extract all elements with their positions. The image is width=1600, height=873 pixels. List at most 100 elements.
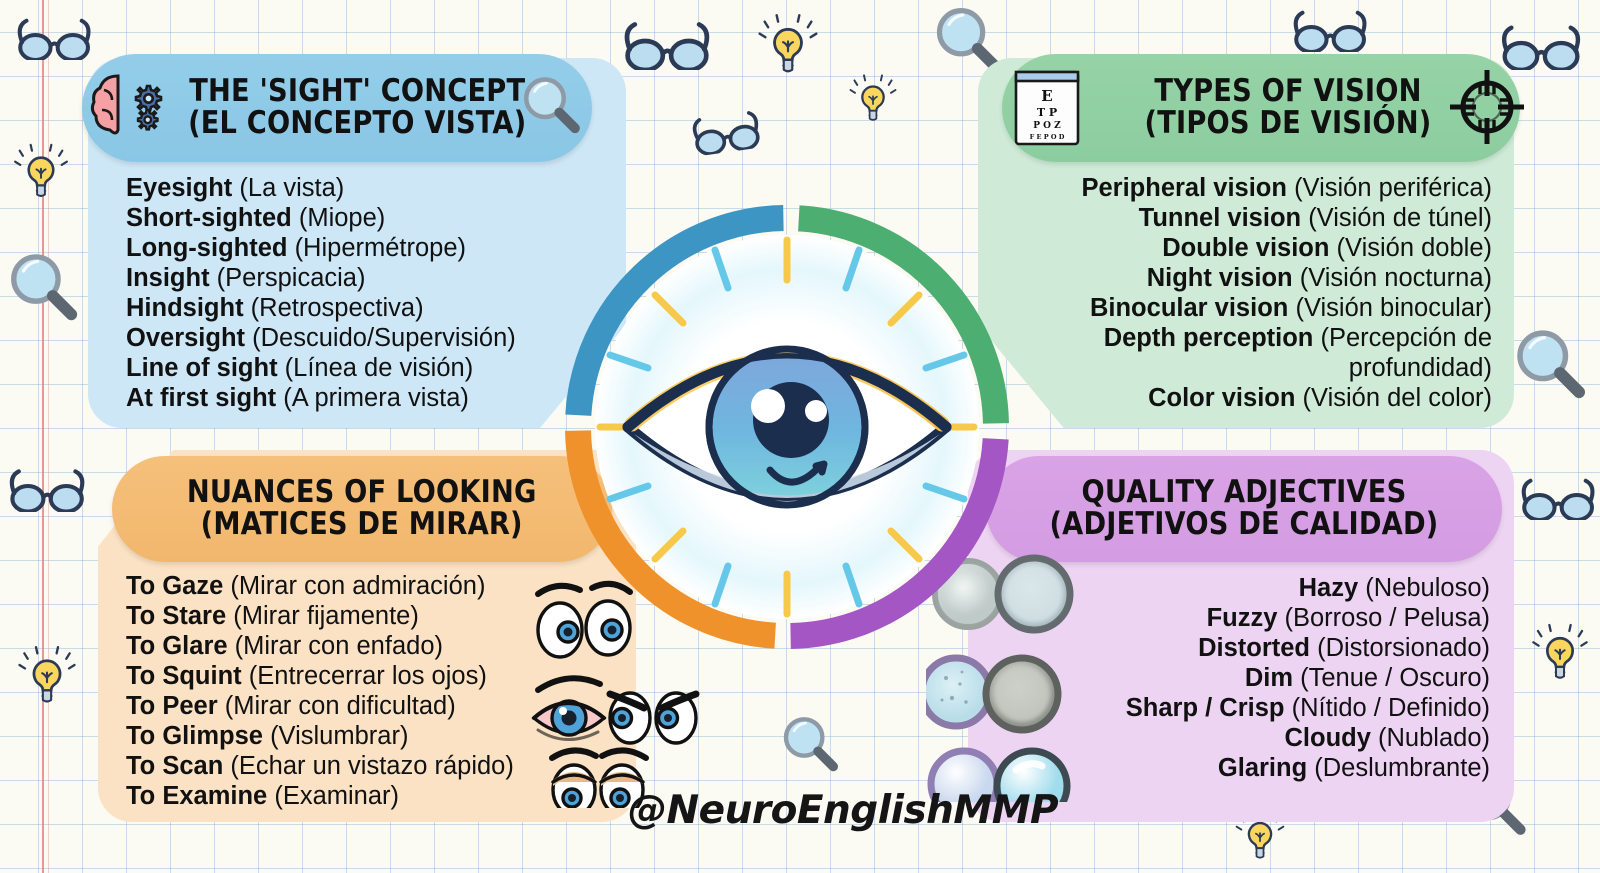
eye-chart-icon: E T P P O Z F E P O D [1014, 70, 1080, 146]
entry-row: Insight (Perspicacia) [126, 264, 606, 294]
entry-term: Insight [126, 263, 210, 292]
entry-row: Night vision (Visión nocturna) [1000, 264, 1492, 294]
entry-translation: (Hipermétrope) [294, 233, 467, 262]
entry-term: To Glimpse [126, 721, 263, 750]
margin-line [42, 0, 44, 873]
panel-nuances-of-looking: NUANCES OF LOOKING (MATICES DE MIRAR) To… [98, 450, 636, 822]
lens-discs-icon [926, 554, 1074, 802]
entry-row: Hindsight (Retrospectiva) [126, 294, 606, 324]
svg-text:T P: T P [1037, 106, 1057, 119]
entry-term: Sharp / Crisp [1125, 693, 1285, 722]
entry-term: Depth perception [1103, 323, 1314, 352]
entry-term: Short-sighted [126, 203, 292, 232]
entry-term: To Stare [126, 601, 227, 630]
entry-translation: (Visión del color) [1302, 383, 1492, 412]
entry-translation: (Visión doble) [1336, 233, 1492, 262]
panel-title-en: TYPES OF VISION [1154, 73, 1422, 110]
entry-row: Oversight (Descuido/Supervisión) [126, 324, 606, 354]
entry-term: Night vision [1146, 263, 1293, 292]
entry-row: At first sight (A primera vista) [126, 384, 606, 414]
entry-translation: (A primera vista) [283, 383, 469, 412]
panel-header: QUALITY ADJECTIVES (ADJETIVOS DE CALIDAD… [986, 456, 1502, 562]
entry-translation: (Visión de túnel) [1308, 203, 1492, 232]
panel-header: E T P P O Z F E P O D TYPES OF VISION (T… [1002, 54, 1524, 162]
panel-title-es: (MATICES DE MIRAR) [200, 506, 523, 542]
entry-row: Short-sighted (Miope) [126, 204, 606, 234]
entry-term: Color vision [1148, 383, 1296, 412]
entry-term: Double vision [1162, 233, 1330, 262]
panel-title-es: (TIPOS DE VISIÓN) [1144, 105, 1432, 141]
entry-term: To Glare [126, 631, 228, 660]
entry-term: Hazy [1298, 574, 1359, 602]
entry-row: Peripheral vision (Visión periférica) [1000, 174, 1492, 204]
entry-row: Binocular vision (Visión binocular) [1000, 294, 1492, 324]
svg-text:P O Z: P O Z [1033, 121, 1061, 131]
entry-term: Fuzzy [1206, 603, 1278, 632]
entry-row: Fuzzy (Borroso / Pelusa) [990, 604, 1490, 634]
magnifier-icon [518, 72, 584, 138]
entry-term: To Scan [126, 751, 224, 780]
entry-translation: (Nebuloso) [1365, 574, 1490, 602]
entry-translation: (Borroso / Pelusa) [1284, 603, 1491, 632]
panel-header: THE 'SIGHT' CONCEPT (EL CONCEPTO VISTA) [82, 54, 592, 162]
entry-term: At first sight [126, 383, 277, 412]
entry-row: Eyesight (La vista) [126, 174, 606, 204]
entry-term: To Gaze [126, 572, 224, 600]
entry-translation: (Vislumbrar) [270, 721, 409, 750]
entry-translation: (Percepción de [1320, 323, 1492, 352]
entry-translation: (Distorsionado) [1317, 633, 1490, 662]
entry-list-types-of-vision: Peripheral vision (Visión periférica)Tun… [1000, 174, 1492, 414]
entry-term: Glaring [1217, 753, 1308, 782]
entry-translation: (Miope) [298, 203, 386, 232]
entry-translation: (Mirar con admiración) [230, 572, 486, 600]
panel-title-en: NUANCES OF LOOKING [187, 474, 537, 511]
entry-translation: (Echar un vistazo rápido) [230, 751, 514, 780]
entry-row: To Examine (Examinar) [126, 782, 626, 812]
entry-translation: profundidad) [1348, 353, 1492, 382]
crosshair-target-icon [1450, 70, 1524, 144]
entry-translation: (Entrecerrar los ojos) [248, 661, 487, 690]
entry-translation: (Mirar con enfado) [234, 631, 443, 660]
entry-translation: (Tenue / Oscuro) [1300, 663, 1490, 692]
entry-row: Sharp / Crisp (Nítido / Definido) [990, 694, 1490, 724]
panel-sight-concept: THE 'SIGHT' CONCEPT (EL CONCEPTO VISTA) … [82, 54, 626, 428]
svg-text:E: E [1041, 87, 1052, 105]
cartoon-eyes-icon [531, 580, 700, 808]
entry-translation: (La vista) [239, 174, 345, 202]
ring-quadrant-orange [565, 205, 1009, 649]
entry-translation: (Visión periférica) [1294, 174, 1492, 202]
panel-types-of-vision: E T P P O Z F E P O D TYPES OF VISION (T… [978, 54, 1524, 428]
entry-term: Eyesight [126, 174, 233, 202]
ring-quadrant-blue [565, 204, 1009, 649]
entry-row: To Scan (Echar un vistazo rápido) [126, 752, 626, 782]
entry-term: Oversight [126, 323, 246, 352]
entry-row: To Peer (Mirar con dificultad) [126, 692, 626, 722]
svg-text:F E P O D: F E P O D [1030, 133, 1065, 141]
entry-term: Tunnel vision [1138, 203, 1302, 232]
central-eye-graphic [558, 198, 1016, 656]
entry-term: Hindsight [126, 293, 244, 322]
entry-translation: (Visión binocular) [1295, 293, 1492, 322]
entry-translation: (Mirar fijamente) [233, 601, 419, 630]
entry-row: To Squint (Entrecerrar los ojos) [126, 662, 626, 692]
entry-row: Glaring (Deslumbrante) [990, 754, 1490, 784]
entry-term: To Examine [126, 781, 268, 810]
entry-list-quality-adjectives: Hazy (Nebuloso)Fuzzy (Borroso / Pelusa)D… [990, 574, 1490, 784]
entry-term: To Squint [126, 661, 242, 690]
entry-row: To Glimpse (Vislumbrar) [126, 722, 626, 752]
entry-row: To Gaze (Mirar con admiración) [126, 572, 626, 602]
entry-row: Tunnel vision (Visión de túnel) [1000, 204, 1492, 234]
entry-row: Distorted (Distorsionado) [990, 634, 1490, 664]
entry-translation: (Línea de visión) [284, 353, 474, 382]
entry-term: Long-sighted [126, 233, 288, 262]
brain-gears-icon [90, 74, 163, 135]
entry-translation: (Visión nocturna) [1299, 263, 1492, 292]
ring-quadrant-green [565, 205, 1009, 649]
entry-row: profundidad) [1000, 354, 1492, 384]
entry-row: To Glare (Mirar con enfado) [126, 632, 626, 662]
entry-row: Double vision (Visión doble) [1000, 234, 1492, 264]
entry-translation: (Nublado) [1378, 723, 1490, 752]
entry-translation: (Retrospectiva) [250, 293, 424, 322]
panel-title-es: (ADJETIVOS DE CALIDAD) [1049, 506, 1439, 542]
entry-row: Line of sight (Línea de visión) [126, 354, 606, 384]
